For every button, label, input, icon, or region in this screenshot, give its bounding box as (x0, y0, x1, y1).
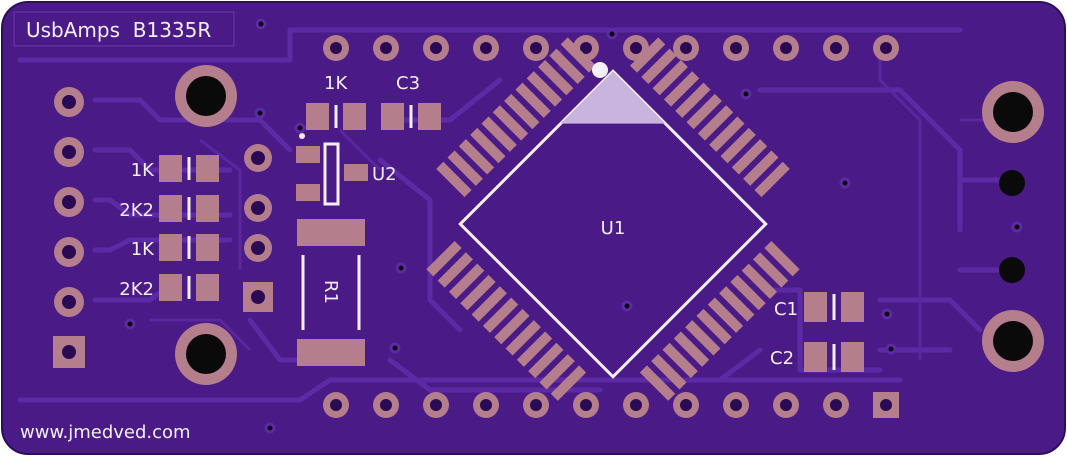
u1-pin1-dot (592, 62, 608, 78)
u2-label: U2 (372, 164, 397, 185)
c2-label: C2 (770, 348, 794, 369)
board-title: UsbAmps B1335R (26, 18, 211, 42)
title-silk-box (13, 11, 235, 47)
resistor-label-4: 2K2 (119, 279, 154, 300)
mid-pin-header (243, 144, 273, 312)
r1-resistor (297, 219, 365, 366)
c1-c2-capacitors (804, 292, 864, 372)
mounting-holes (175, 65, 1044, 385)
top-passives (306, 103, 441, 130)
u1-label: U1 (601, 218, 626, 239)
c1-label: C1 (774, 299, 798, 320)
resistor-label-3: 1K (131, 239, 155, 260)
u1-body-outline (458, 69, 768, 379)
usb-drill-lower (999, 257, 1025, 283)
vias (124, 18, 1023, 434)
resistor-label-2: 2K2 (119, 200, 154, 221)
u1-chip (426, 37, 800, 401)
left-pin-header (53, 87, 85, 368)
top-passives-silk (334, 105, 413, 128)
resistor-label-1: 1K (131, 160, 155, 181)
top-pin-header (323, 35, 899, 61)
u2-regulator (296, 133, 368, 206)
r1-label: R1 (320, 280, 341, 304)
resistor-bank (159, 155, 219, 301)
bottom-pin-header (323, 392, 899, 418)
c3-label: C3 (396, 73, 420, 94)
website-label: www.jmedved.com (20, 422, 191, 443)
usb-drill-upper (999, 170, 1025, 196)
u1-pin1-marker (560, 71, 666, 124)
top-resistor-label: 1K (324, 73, 348, 94)
